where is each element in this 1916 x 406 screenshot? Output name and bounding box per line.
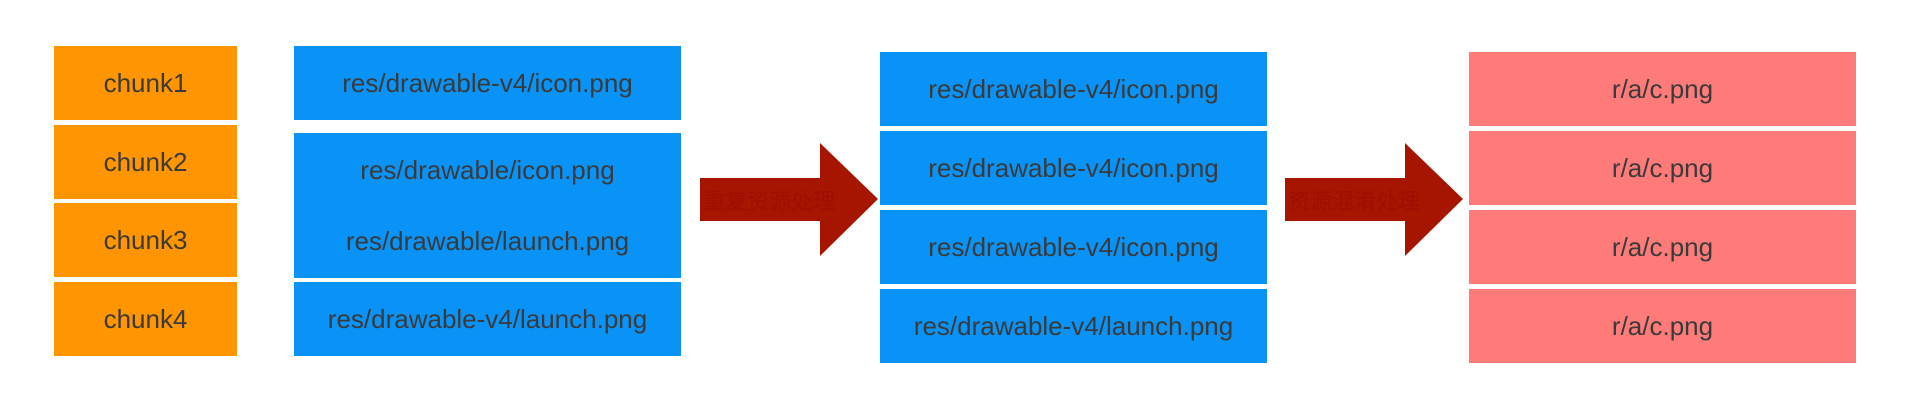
processed-resource-box: res/drawable-v4/icon.png: [880, 131, 1267, 205]
original-resource-box: res/drawable/launch.png: [294, 204, 681, 278]
dedup-arrow-label: 重复资源处理: [703, 190, 836, 215]
chunk-box: chunk4: [54, 282, 237, 356]
chunk-box: chunk2: [54, 125, 237, 199]
obfuscated-resource-box: r/a/c.png: [1469, 131, 1856, 205]
chunk-box: chunk3: [54, 203, 237, 277]
original-resource-box: res/drawable-v4/icon.png: [294, 46, 681, 120]
obfuscate-arrow-label: 资源混淆处理: [1288, 190, 1421, 215]
processed-resource-box: res/drawable-v4/launch.png: [880, 289, 1267, 363]
obfuscated-resource-box: r/a/c.png: [1469, 52, 1856, 126]
original-resource-box: res/drawable/icon.png: [294, 133, 681, 207]
chunk-box: chunk1: [54, 46, 237, 120]
obfuscated-resource-box: r/a/c.png: [1469, 210, 1856, 284]
original-resource-box: res/drawable-v4/launch.png: [294, 282, 681, 356]
arrow-right-icon: [700, 143, 878, 256]
processed-resource-box: res/drawable-v4/icon.png: [880, 210, 1267, 284]
obfuscated-resource-box: r/a/c.png: [1469, 289, 1856, 363]
processed-resource-box: res/drawable-v4/icon.png: [880, 52, 1267, 126]
arrow-right-icon: [1285, 143, 1463, 256]
